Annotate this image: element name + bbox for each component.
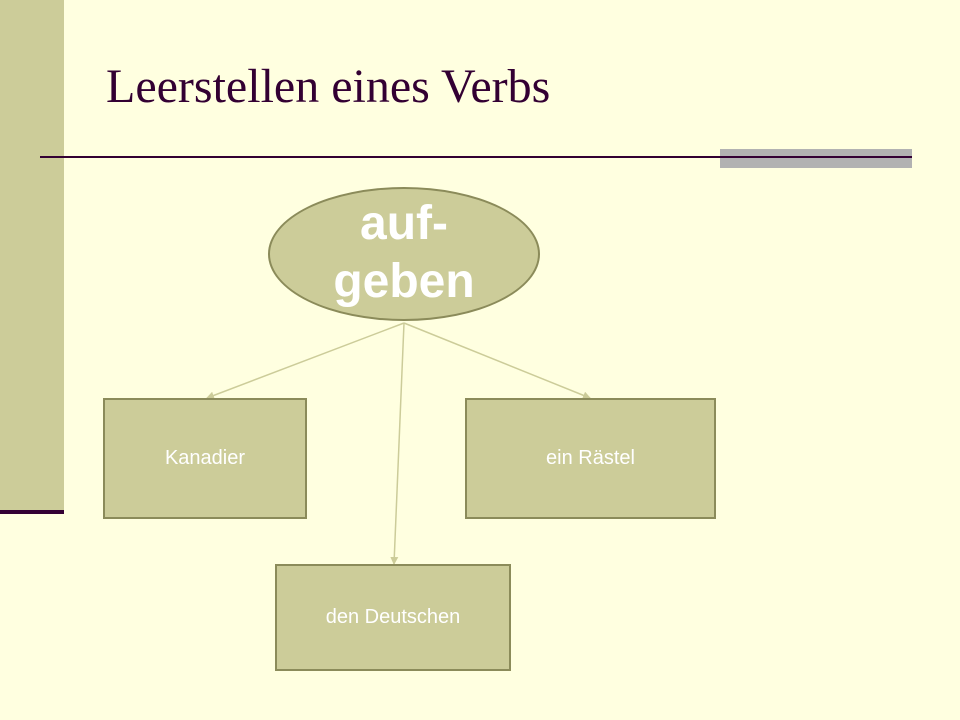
- complement-label-left: Kanadier: [164, 447, 246, 469]
- complement-box-right: ein Rästel: [465, 398, 716, 519]
- slide-title: Leerstellen eines Verbs: [106, 60, 551, 113]
- verb-node: [268, 187, 540, 321]
- connector-arrow-right: [403, 322, 591, 400]
- title-rule-accent-line: [720, 156, 912, 158]
- complement-box-left: Kanadier: [103, 398, 307, 519]
- connector-arrow-left: [206, 322, 405, 400]
- connector-arrow-bottom: [390, 322, 405, 565]
- verb-label: auf- geben: [268, 195, 540, 310]
- left-accent-rule: [0, 510, 64, 514]
- left-accent-bar: [0, 0, 64, 512]
- complement-label-right: ein Rästel: [546, 447, 635, 469]
- title-rule: [40, 156, 912, 158]
- title-rule-accent: [720, 149, 912, 168]
- complement-label-bottom: den Deutschen: [325, 606, 461, 628]
- verb-label-line2: geben: [333, 254, 475, 308]
- verb-label-line1: auf-: [360, 197, 448, 250]
- complement-box-bottom: den Deutschen: [275, 564, 511, 671]
